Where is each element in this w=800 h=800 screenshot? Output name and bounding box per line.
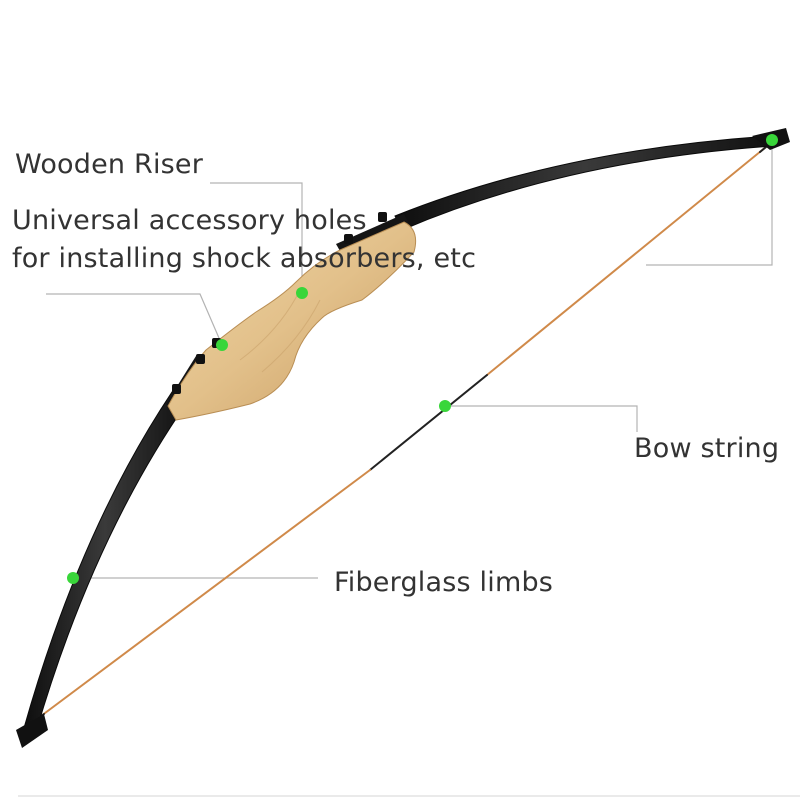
leader-line-accessory-holes [46,293,223,346]
bolt-5 [172,384,181,394]
marker-bow-string [439,400,451,412]
bolt-2 [344,234,353,244]
marker-fiberglass-limbs [67,572,79,584]
leader-line-bow-string [445,405,638,432]
marker-wooden-riser [296,287,308,299]
label-fiberglass-limbs: Fiberglass limbs [334,567,554,598]
lower-limb [23,391,187,733]
bolt-1 [378,212,387,222]
upper-limb [394,135,775,231]
bolt-4 [196,354,205,364]
riser-grain [239,289,321,373]
leader-line-wooden-riser [210,182,303,293]
markers [67,134,778,584]
bow-string-center [369,374,488,471]
bow-string-upper [486,141,773,376]
label-bow-string: Bow string [634,433,780,464]
lower-limb-tip [16,714,48,748]
label-wooden-riser: Wooden Riser [15,149,204,180]
label-accessory-holes-line2: for installing shock absorbers, etc [12,243,477,274]
leader-line-bow-string-top [646,140,773,266]
marker-bow-string-top [766,134,778,146]
leader-lines [18,140,800,797]
marker-accessory-holes [216,339,228,351]
wooden-riser [167,221,417,421]
label-accessory-holes-line1: Universal accessory holes [12,205,367,236]
bow-string-lower [32,469,371,723]
